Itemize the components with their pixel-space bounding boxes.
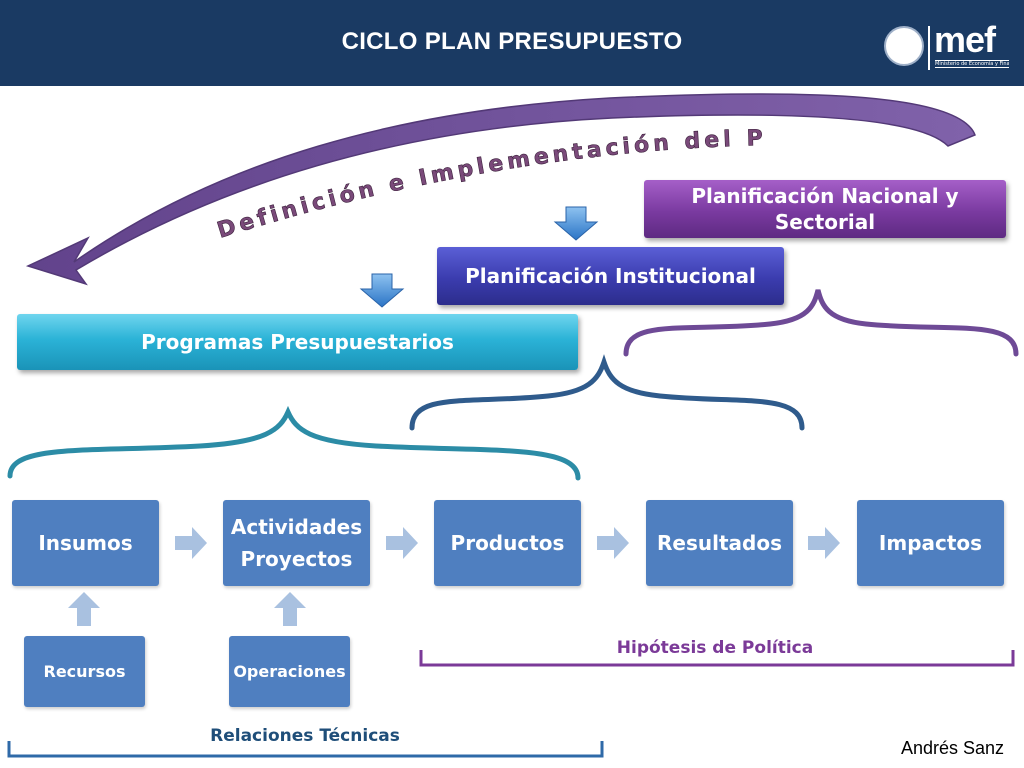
mef-logo: mef Ministerio de Economía y Finanzas — [884, 20, 1010, 74]
brace-planificacion-nacional — [623, 289, 1019, 357]
box-recursos: Recursos — [24, 636, 145, 707]
box-insumos: Insumos — [12, 500, 159, 586]
header-bar: CICLO PLAN PRESUPUESTO mef Ministerio de… — [0, 0, 1024, 86]
brace-programas — [7, 405, 581, 481]
seal-icon — [884, 26, 924, 66]
box-resultados: Resultados — [646, 500, 793, 586]
box-operaciones: Operaciones — [229, 636, 350, 707]
page-title: CICLO PLAN PRESUPUESTO — [341, 28, 683, 55]
bracket-relaciones — [7, 741, 604, 758]
box-productos: Productos — [434, 500, 581, 586]
down-arrow-icon — [553, 206, 599, 241]
banner-planificacion-institucional: Planificación Institucional — [437, 247, 784, 305]
logo-subtitle: Ministerio de Economía y Finanzas — [935, 60, 1009, 68]
up-arrow-icon — [68, 592, 100, 626]
up-arrow-icon — [274, 592, 306, 626]
right-arrow-icon — [597, 527, 629, 559]
right-arrow-icon — [808, 527, 840, 559]
return-arc-arrow — [25, 93, 976, 286]
bracket-hipotesis — [419, 650, 1015, 667]
logo-divider — [928, 26, 930, 70]
box-impactos: Impactos — [857, 500, 1004, 586]
down-arrow-icon — [359, 273, 405, 308]
right-arrow-icon — [386, 527, 418, 559]
banner-planificacion-nacional: Planificación Nacional y Sectorial — [644, 180, 1006, 238]
brace-planificacion-institucional — [409, 354, 805, 431]
logo-wordmark: mef — [934, 19, 996, 60]
right-arrow-icon — [175, 527, 207, 559]
author-name: Andrés Sanz — [900, 738, 1004, 758]
label-relaciones-tecnicas: Relaciones Técnicas — [210, 726, 400, 746]
banner-programas-presupuestarios: Programas Presupuestarios — [17, 314, 578, 370]
label-hipotesis-politica: Hipótesis de Política — [616, 638, 814, 658]
box-actividades-proyectos: Actividades Proyectos — [223, 500, 370, 586]
